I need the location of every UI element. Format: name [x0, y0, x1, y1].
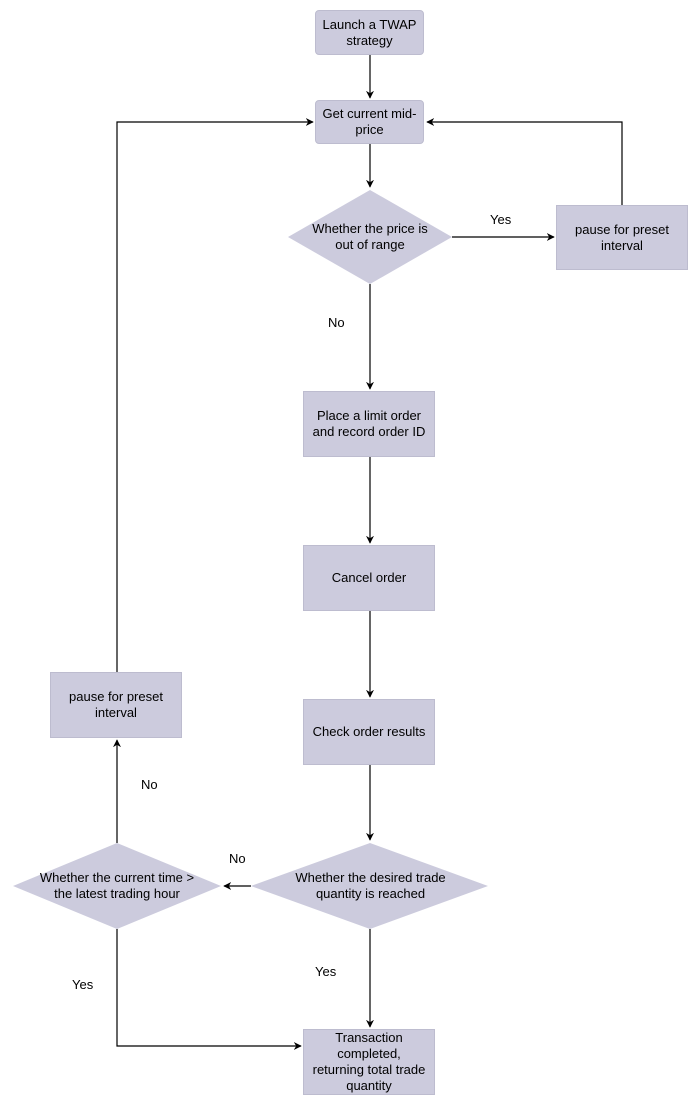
- label-time-no: No: [141, 777, 158, 792]
- label-time-yes: Yes: [72, 977, 94, 992]
- transaction-completed-node: Transaction completed, returning total t…: [303, 1029, 435, 1095]
- label-range-no: No: [328, 315, 345, 330]
- price-out-of-range-text: Whether the price is out of range: [312, 221, 428, 252]
- time-decision-shape: [13, 843, 221, 929]
- place-limit-order-node: Place a limit order and record order ID: [303, 391, 435, 457]
- quantity-reached-text: Whether the desired trade quantity is re…: [295, 870, 446, 901]
- quantity-decision-shape: [251, 843, 488, 929]
- time-check-text: Whether the current time > the latest tr…: [39, 870, 195, 901]
- pause-interval-right-node: pause for preset interval: [556, 205, 688, 270]
- price-range-decision-shape: [288, 190, 452, 284]
- get-mid-price-node: Get current mid-price: [315, 100, 424, 144]
- edge-time-yes: [116, 929, 302, 1050]
- edge-pause-right-loop: [426, 118, 623, 205]
- label-quantity-no: No: [229, 851, 246, 866]
- label-range-yes: Yes: [490, 212, 512, 227]
- launch-twap-node: Launch a TWAP strategy: [315, 10, 424, 55]
- pause-interval-left-node: pause for preset interval: [50, 672, 182, 738]
- check-order-results-node: Check order results: [303, 699, 435, 765]
- cancel-order-node: Cancel order: [303, 545, 435, 611]
- edge-pause-left-loop: [116, 118, 314, 672]
- label-quantity-yes: Yes: [315, 964, 337, 979]
